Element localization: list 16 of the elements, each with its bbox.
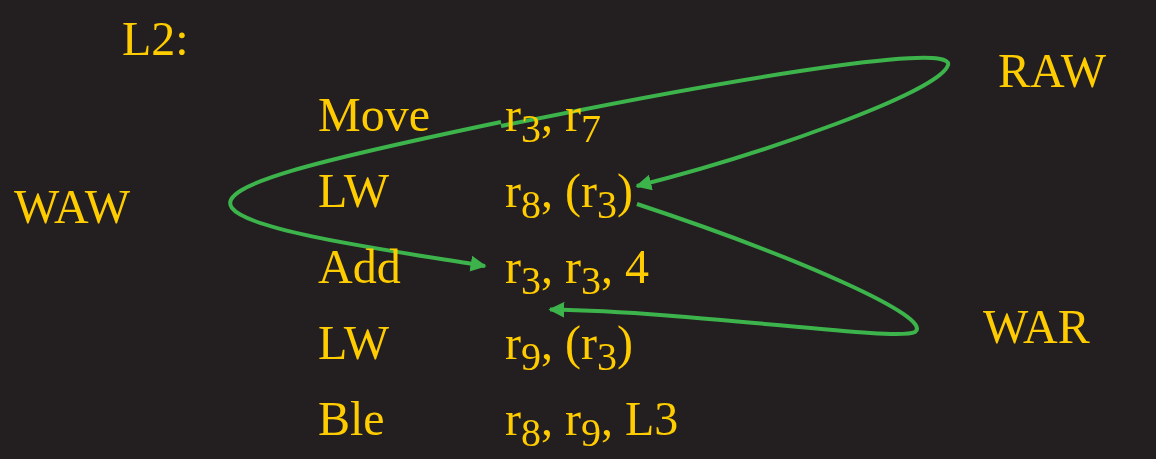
operand-list: r$_{9}$, (r$_{3}$) xyxy=(505,316,633,384)
dependency-arrow xyxy=(500,56,950,191)
edge-label: RAW xyxy=(998,44,1107,98)
dependency-arrow xyxy=(228,120,502,272)
operand-list: r$_{8}$, (r$_{3}$) xyxy=(505,164,633,232)
opcode: Move xyxy=(318,88,430,142)
operand-list: r$_{8}$, r$_{9}$, L3 xyxy=(505,392,679,459)
edge-label: WAR xyxy=(983,300,1090,354)
edge-label: WAW xyxy=(14,180,131,234)
opcode: Add xyxy=(318,240,401,294)
opcode: Ble xyxy=(318,392,385,446)
opcode: LW xyxy=(318,164,390,218)
dependency-arrow xyxy=(548,202,919,336)
code-label: L2: xyxy=(122,12,189,66)
opcode: LW xyxy=(318,316,390,370)
operand-list: r$_{3}$, r$_{3}$, 4 xyxy=(505,240,649,308)
